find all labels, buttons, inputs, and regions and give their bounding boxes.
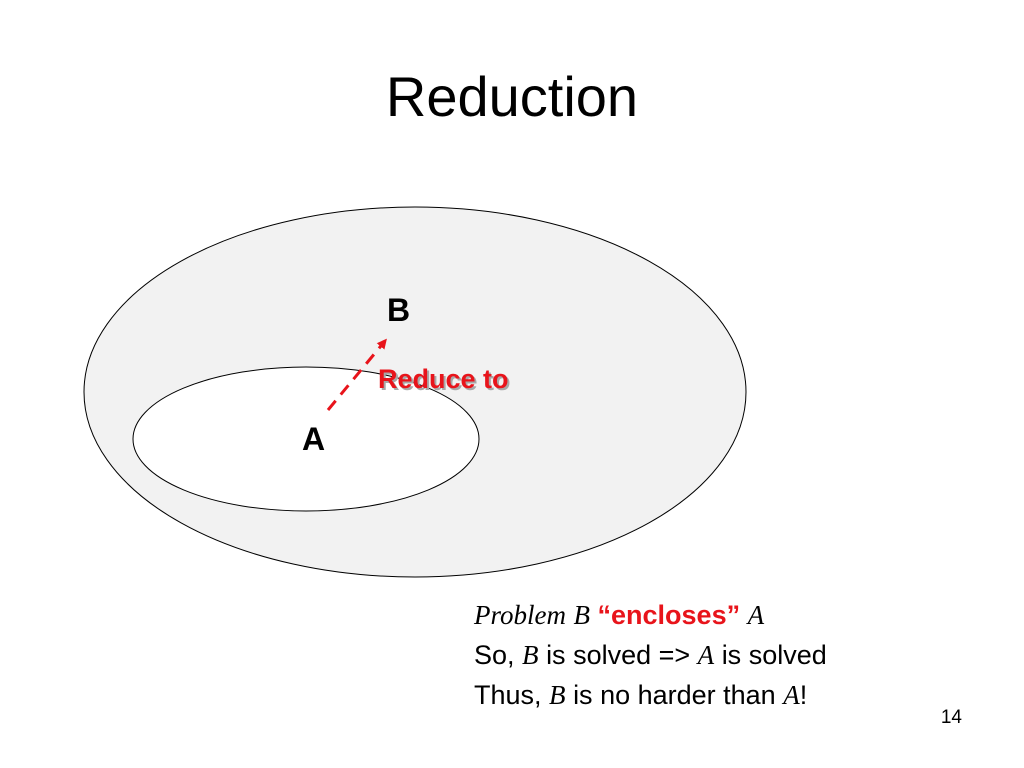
text-line-1: Problem B “encloses” A: [474, 595, 827, 635]
var-a: A: [783, 680, 800, 710]
inner-ellipse-a: [132, 366, 480, 512]
text-line-2: So, B is solved => A is solved: [474, 635, 827, 675]
var-a: A: [697, 640, 715, 670]
problem-word: Problem: [474, 600, 566, 630]
explanation-text: Problem B “encloses” A So, B is solved =…: [474, 595, 827, 715]
thus-word: Thus,: [474, 680, 542, 710]
var-a: A: [747, 600, 765, 630]
var-b: B: [522, 640, 539, 670]
exclamation: !: [799, 680, 808, 710]
no-harder-than: is no harder than: [573, 680, 776, 710]
label-a: A: [302, 421, 326, 457]
is-solved: is solved: [721, 640, 827, 670]
slide-title: Reduction: [385, 65, 639, 128]
var-b: B: [573, 600, 591, 630]
so-word: So,: [474, 640, 515, 670]
text-line-3: Thus, B is no harder than A!: [474, 675, 827, 715]
solved-implies: is solved =>: [546, 640, 691, 670]
page-number: 14: [940, 707, 962, 728]
var-b: B: [549, 680, 566, 710]
reduce-to-label: Reduce to: [378, 364, 509, 394]
encloses-word: “encloses”: [597, 600, 741, 630]
reduce-arrow: [326, 338, 387, 411]
label-b: B: [387, 292, 411, 328]
